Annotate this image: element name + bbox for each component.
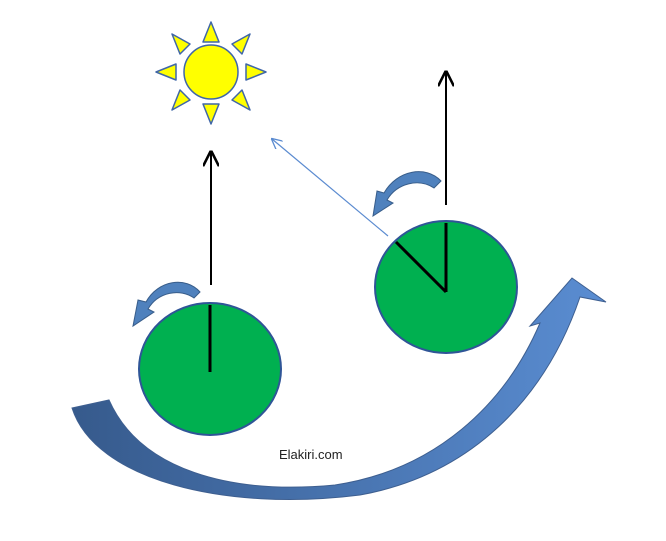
orbit-arrow-icon	[71, 277, 607, 500]
sun-icon	[155, 21, 267, 125]
rotation-arrow-icon	[372, 171, 442, 218]
disc-marker-right-diagonal	[394, 240, 448, 294]
sun-direction-arrow	[272, 139, 389, 237]
planet-disc-right	[374, 220, 518, 354]
rotation-arrow-icon	[132, 281, 201, 328]
planet-disc-left	[138, 302, 282, 436]
watermark-text: Elakiri.com	[279, 447, 343, 462]
